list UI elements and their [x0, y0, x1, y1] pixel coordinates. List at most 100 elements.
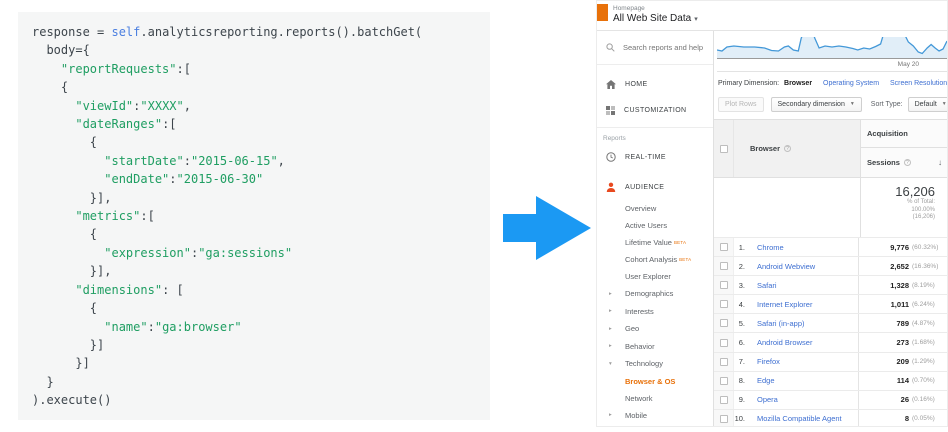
sidebar-item-browser-os[interactable]: Browser & OS — [625, 376, 676, 386]
row-checkbox[interactable] — [719, 281, 728, 290]
dimension-link-operating-system[interactable]: Operating System — [823, 80, 880, 87]
row-checkbox[interactable] — [719, 395, 728, 404]
sessions-value: 9,776 — [890, 242, 909, 252]
sessions-pct: (1.68%) — [912, 339, 935, 347]
dimension-link-screen-resolution[interactable]: Screen Resolution — [889, 80, 947, 87]
report-main: May 20 Primary Dimension: Browser Operat… — [714, 31, 947, 426]
sidebar-item-overview[interactable]: Overview — [625, 204, 657, 213]
sessions-value: 1,328 — [890, 280, 909, 290]
sessions-pct: (0.16%) — [912, 396, 935, 404]
browser-link[interactable]: Android Browser — [757, 338, 813, 348]
sidebar-item-geo[interactable]: ▸Geo — [609, 324, 640, 334]
row-checkbox[interactable] — [719, 262, 728, 271]
view-name: All Web Site Data — [613, 13, 692, 24]
ga-header: Homepage All Web Site Data▾ — [597, 1, 947, 31]
sidebar-item-audience[interactable]: AUDIENCE — [597, 174, 713, 200]
beta-badge: BETA — [673, 240, 687, 245]
ga-panel: Homepage All Web Site Data▾ Search repor… — [596, 0, 948, 427]
browser-link[interactable]: Firefox — [757, 357, 780, 367]
row-checkbox[interactable] — [719, 319, 728, 328]
help-icon[interactable]: ? — [784, 145, 792, 152]
right-arrow-icon — [503, 196, 591, 260]
beta-badge: BETA — [679, 257, 692, 262]
browser-link[interactable]: Edge — [757, 376, 775, 386]
sessions-value: 1,011 — [890, 299, 909, 309]
sort-descending-icon[interactable]: ↓ — [938, 158, 942, 167]
row-checkbox[interactable] — [719, 357, 728, 366]
sidebar-item-active-users[interactable]: Active Users — [625, 221, 668, 230]
sidebar-item-interests[interactable]: ▸Interests — [609, 306, 654, 316]
browser-link[interactable]: Safari (in-app) — [757, 318, 805, 328]
sessions-value: 114 — [896, 376, 909, 386]
sessions-pct: (8.19%) — [912, 281, 935, 289]
sessions-pct: (0.70%) — [912, 377, 935, 385]
chevron-right-icon: ▸ — [609, 290, 612, 297]
plot-rows-button[interactable]: Plot Rows — [718, 96, 764, 112]
primary-dimension-bar: Primary Dimension: Browser Operating Sys… — [718, 80, 947, 92]
acquisition-group-header: Acquisition — [860, 120, 947, 148]
customization-icon — [606, 105, 615, 115]
sidebar-item-mobile[interactable]: ▸Mobile — [609, 410, 648, 420]
sessions-value: 2,652 — [890, 261, 909, 271]
chart-tick-label: May 20 — [897, 61, 919, 68]
sessions-pct: (6.24%) — [912, 300, 935, 308]
browser-link[interactable]: Mozilla Compatible Agent — [757, 414, 842, 424]
sidebar-item-customization[interactable]: CUSTOMIZATION — [597, 97, 713, 123]
sidebar-item-network[interactable]: Network — [625, 393, 653, 403]
sessions-value: 273 — [896, 338, 909, 348]
ga-logo-icon — [597, 4, 608, 21]
search-placeholder: Search reports and help — [623, 43, 704, 52]
sessions-pct: (0.05%) — [912, 415, 935, 423]
browser-link[interactable]: Chrome — [757, 242, 784, 252]
chevron-down-icon: ▾ — [609, 360, 612, 367]
select-all-header-cell[interactable] — [714, 120, 734, 177]
select-all-checkbox[interactable] — [719, 144, 728, 153]
view-selector[interactable]: All Web Site Data▾ — [613, 13, 698, 24]
home-icon — [606, 79, 616, 89]
table-row: 5.Safari (in-app)789(4.87%) — [714, 313, 947, 333]
sessions-value: 8 — [904, 414, 909, 424]
sessions-value: 789 — [896, 318, 909, 328]
sidebar-item-user-explorer[interactable]: User Explorer — [625, 272, 671, 281]
sidebar-item-demographics[interactable]: ▸Demographics — [609, 289, 674, 299]
row-checkbox[interactable] — [719, 414, 728, 423]
sort-type-label: Sort Type: — [870, 100, 903, 108]
row-checkbox[interactable] — [719, 338, 728, 347]
totals-row: 16,206 % of Total: 100.00% (16,206) — [714, 177, 947, 238]
sessions-pct: (16.36%) — [912, 262, 939, 270]
browser-link[interactable]: Internet Explorer — [757, 299, 813, 309]
secondary-dimension-dropdown[interactable]: Secondary dimension▼ — [770, 96, 862, 112]
search-icon — [606, 43, 615, 52]
browser-link[interactable]: Safari — [757, 280, 777, 290]
sidebar-item-behavior[interactable]: ▸Behavior — [609, 341, 655, 351]
row-checkbox[interactable] — [719, 300, 728, 309]
chevron-down-icon: ▾ — [694, 16, 698, 23]
sessions-column-header[interactable]: Sessions ? ↓ — [860, 148, 947, 177]
help-icon[interactable]: ? — [903, 159, 911, 166]
browser-column-header[interactable]: Browser ? — [734, 120, 860, 177]
sort-type-dropdown[interactable]: Default▼ — [907, 96, 947, 112]
code-snippet: response = self.analyticsreporting.repor… — [18, 12, 490, 420]
sessions-value: 26 — [900, 395, 909, 405]
browser-link[interactable]: Android Webview — [757, 261, 816, 271]
table-toolbar: Plot Rows Secondary dimension▼ Sort Type… — [718, 95, 947, 113]
sidebar-item-realtime[interactable]: REAL-TIME — [597, 144, 713, 170]
search-input[interactable]: Search reports and help — [597, 31, 713, 65]
row-checkbox[interactable] — [719, 376, 728, 385]
sessions-value: 209 — [896, 357, 909, 367]
person-icon — [606, 182, 616, 192]
browser-link[interactable]: Opera — [757, 395, 778, 405]
row-checkbox[interactable] — [719, 243, 728, 252]
sidebar-item-home[interactable]: HOME — [597, 71, 713, 97]
sidebar: Search reports and help HOME CUSTOMIZATI… — [597, 31, 714, 426]
dimension-tab-browser[interactable]: Browser — [784, 80, 813, 87]
chevron-right-icon: ▸ — [609, 343, 612, 350]
sidebar-item-technology[interactable]: ▾Technology — [609, 359, 663, 369]
